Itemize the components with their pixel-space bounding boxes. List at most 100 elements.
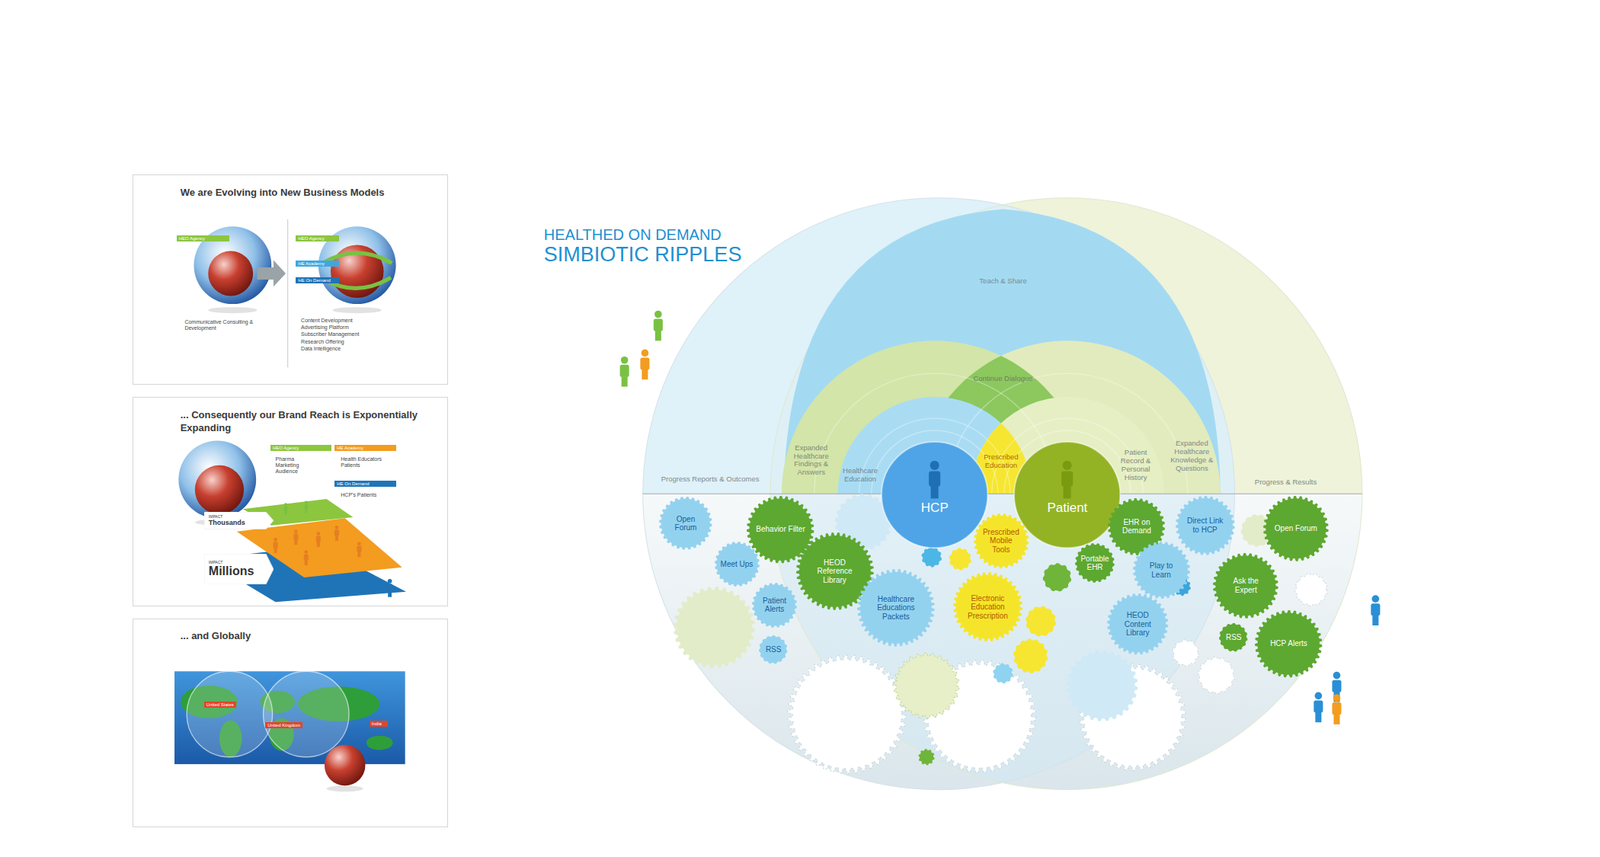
text-block: Open Forum (1274, 524, 1318, 534)
band-label: Patient Record & Personal History (1115, 448, 1157, 483)
tag-bar: HEO Agency (176, 235, 231, 242)
impact-text: Thousands (208, 519, 263, 527)
figure-head (335, 525, 340, 530)
figure-body (304, 554, 309, 561)
person-figure (293, 529, 298, 545)
band-label: Expanded Healthcare Knowledge & Question… (1167, 439, 1216, 474)
figure-legs (1063, 486, 1072, 500)
gear-fill (714, 541, 760, 587)
figure-body (653, 319, 663, 332)
text-block: Behavior Filter (755, 524, 805, 535)
gear-fill (1132, 541, 1191, 599)
gear-fill (1107, 593, 1168, 655)
decor-gear (673, 586, 756, 669)
circle-shape (1014, 441, 1120, 548)
person-figure (1061, 460, 1073, 500)
figure-legs (304, 560, 308, 566)
decor-gear (787, 655, 906, 774)
title-text: HEALTHED ON DEMAND (544, 226, 810, 244)
decor-gear (992, 663, 1014, 685)
figure-body (304, 504, 308, 509)
gear-label: Healthcare Educations Packets (867, 595, 925, 622)
text-wrap: HCP Alerts (1254, 610, 1322, 678)
gear-node: Electronic Education Prescription (953, 572, 1023, 642)
tag-text: HEO Agency (179, 235, 228, 242)
figure-head (387, 579, 393, 584)
figure-head (316, 531, 320, 536)
figure-body (316, 535, 321, 542)
list-item: Content Development (300, 317, 413, 324)
figure-body (387, 583, 393, 592)
tag-text: HE Academy (336, 444, 394, 452)
gear-label: Behavior Filter (755, 524, 805, 535)
tag-bar: HE On Demand (295, 277, 339, 284)
figure-head (1372, 595, 1380, 603)
gear-node: Patient Alerts (752, 582, 797, 628)
gear-node: HCP Alerts (1254, 610, 1322, 678)
role-circle: Patient (1014, 441, 1120, 548)
gear-label: Prescribed Mobile Tools (980, 528, 1022, 555)
gear-fill (758, 635, 788, 664)
gear-label: Electronic Education Prescription (961, 594, 1014, 621)
gear-fill (1254, 610, 1322, 678)
decor-gear (1295, 573, 1328, 607)
figure-legs (370, 586, 375, 593)
decor-gear (918, 748, 935, 765)
decor-gear (1066, 649, 1139, 722)
gear-node: Ask the Expert (1212, 553, 1279, 619)
figure-legs (357, 552, 361, 558)
slide-panel: HEO AgencyHEO AgencyHE AcademyHE On Dema… (132, 174, 448, 385)
band-label: Healthcare Education (838, 467, 882, 484)
figure-legs (621, 376, 628, 387)
figure-body (1331, 680, 1341, 693)
figure-head (273, 537, 278, 542)
gear-label: RSS (765, 645, 782, 655)
person-figure (273, 537, 279, 554)
decor-gear (893, 652, 960, 719)
figure-legs (1372, 615, 1379, 626)
globe (178, 441, 256, 519)
text-wrap: Healthcare Educations Packets (857, 569, 935, 647)
gear-node: Play to Learn (1132, 541, 1191, 599)
figure-head (1315, 692, 1323, 701)
figure-legs (1315, 712, 1322, 723)
text-block: Patient (1046, 501, 1088, 516)
title-text: SIMBIOTIC RIPPLES (544, 243, 810, 267)
gear-label: Ask the Expert (1221, 576, 1271, 595)
slide-heading-wrap: ... and Globally (180, 630, 436, 644)
gear-label: Open Forum (1274, 524, 1318, 534)
gear-label: EHR on Demand (1115, 518, 1159, 536)
person-figure (284, 502, 288, 516)
text-block: Electronic Education Prescription (961, 594, 1014, 621)
text-wrap: HEOD Content Library (1107, 593, 1168, 655)
figure-head (1062, 460, 1072, 471)
world-map (174, 671, 406, 765)
figure-legs (316, 541, 320, 548)
gear-fill (752, 582, 797, 628)
text-block: Patient Alerts (757, 596, 791, 615)
tag-text: United States (206, 701, 234, 708)
shadow (332, 307, 382, 314)
gear-fill (1212, 553, 1279, 619)
figure-legs (931, 486, 939, 500)
figure-legs (1333, 714, 1340, 725)
impact-text: Millions (208, 565, 263, 579)
gear-fill (857, 569, 935, 647)
text-block: Ask the Expert (1221, 576, 1271, 595)
tag-text: HE On Demand (297, 277, 336, 284)
tag-text: HE Academy (297, 260, 336, 267)
circle-shape (881, 441, 988, 548)
figure-body (1370, 603, 1380, 616)
circle-fill (1014, 441, 1120, 548)
person-figure (316, 531, 321, 548)
figure-body (1061, 470, 1073, 487)
text-wrap: Portable EHR (1075, 543, 1115, 583)
gear-node: RSS (758, 635, 788, 665)
gear-label: Patient Alerts (757, 596, 791, 615)
reach-ripple (263, 671, 350, 758)
text-wrap: Electronic Education Prescription (953, 572, 1023, 642)
figure-head (930, 460, 940, 471)
figure-legs (1333, 691, 1340, 702)
person-figure (334, 525, 340, 541)
